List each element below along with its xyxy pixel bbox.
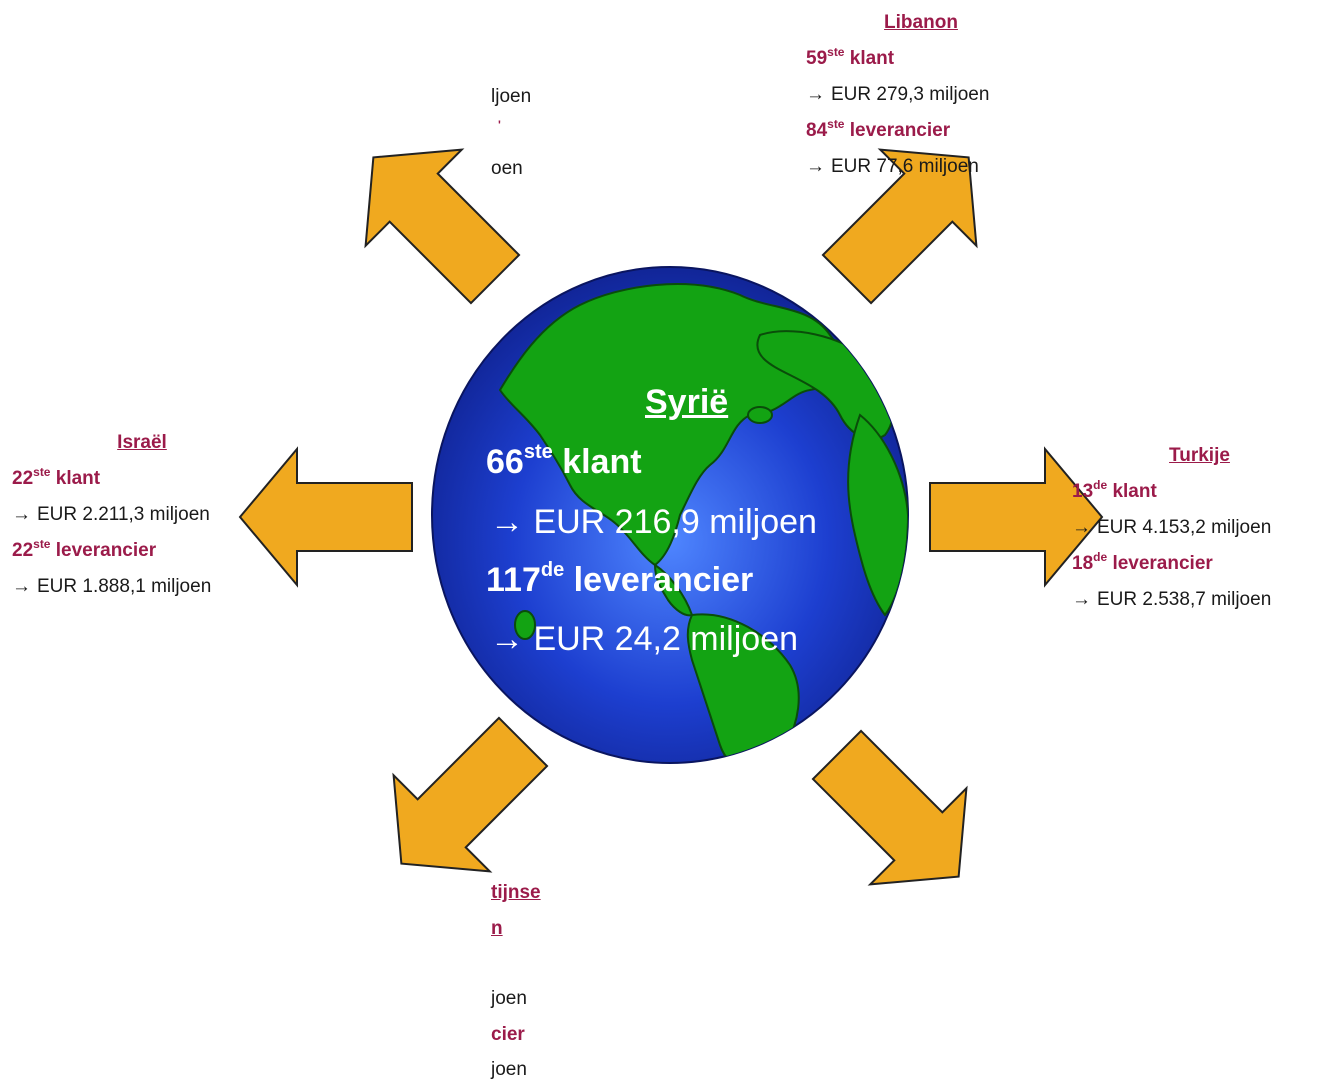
- fragment-bottom-1: tijnse: [491, 882, 541, 903]
- libanon-client-rank: 59ste klant: [806, 41, 1046, 77]
- fragment-bottom-2: n: [491, 918, 503, 939]
- syria-supplier-rank-suffix: de: [540, 559, 565, 581]
- turkije-client-rank: 13de klant: [1072, 474, 1317, 510]
- turkije-supplier-amount-text: EUR 2.538,7 miljoen: [1097, 589, 1272, 610]
- libanon-supplier-rank: 84ste leverancier: [806, 113, 1046, 149]
- israel-client-amount: → EUR 2.211,3 miljoen: [12, 497, 262, 533]
- turkije-supplier-rank-suffix: de: [1093, 550, 1108, 564]
- syria-country: Syrië: [645, 383, 729, 421]
- arrow-to-israel: [239, 448, 413, 586]
- libanon-client-word: klant: [849, 48, 895, 69]
- libanon-supplier-amount-text: EUR 77,6 miljoen: [831, 156, 979, 177]
- turkije-country: Turkije: [1169, 445, 1230, 466]
- turkije-supplier-word: leverancier: [1112, 553, 1213, 574]
- israel-client-rank: 22ste klant: [12, 461, 262, 497]
- libanon-country: Libanon: [884, 12, 958, 33]
- libanon-client-rank-number: 59: [806, 48, 828, 69]
- syria-supplier-rank: 117de leverancier: [486, 550, 753, 610]
- arrow-icon: →: [490, 503, 524, 541]
- turkije-client-amount-text: EUR 4.153,2 miljoen: [1097, 517, 1272, 538]
- globe-icon: [431, 266, 909, 764]
- syria-client-rank-suffix: ste: [523, 441, 553, 463]
- turkije-client-rank-number: 13: [1072, 481, 1094, 502]
- turkije-supplier-rank-number: 18: [1072, 553, 1094, 574]
- turkije-supplier-amount: → EUR 2.538,7 miljoen: [1072, 582, 1317, 618]
- turkije-client-rank-suffix: de: [1093, 478, 1108, 492]
- libanon-client-rank-suffix: ste: [827, 45, 845, 59]
- arrow-icon: →: [490, 620, 524, 658]
- israel-supplier-amount: → EUR 1.888,1 miljoen: [12, 569, 262, 605]
- arrow-icon: →: [12, 576, 31, 597]
- libanon-supplier-rank-number: 84: [806, 120, 828, 141]
- syria-client-rank: 66ste klant: [486, 432, 642, 492]
- israel-supplier-rank-suffix: ste: [33, 537, 51, 551]
- fragment-top-left-1: ljoen: [491, 86, 532, 107]
- israel-supplier-amount-text: EUR 1.888,1 miljoen: [37, 576, 212, 597]
- syria-client-amount: → EUR 216,9 miljoen: [490, 492, 817, 552]
- israel-supplier-rank-number: 22: [12, 540, 34, 561]
- libanon-client-amount: → EUR 279,3 miljoen: [806, 77, 1046, 113]
- israel-client-word: klant: [55, 468, 101, 489]
- israel-client-amount-text: EUR 2.211,3 miljoen: [37, 504, 210, 525]
- libanon-supplier-word: leverancier: [849, 120, 951, 141]
- israel-client-rank-number: 22: [12, 468, 34, 489]
- arrow-icon: →: [806, 156, 825, 177]
- israel-supplier-rank: 22ste leverancier: [12, 533, 262, 569]
- fragment-top-left-2: ': [498, 118, 501, 132]
- panel-libanon: Libanon 59ste klant →EUR 279,3 miljoen 8…: [806, 5, 1046, 185]
- libanon-supplier-rank-suffix: ste: [827, 117, 845, 131]
- arrow-icon: →: [806, 84, 825, 105]
- syria-supplier-amount-text: EUR 24,2 miljoen: [533, 620, 799, 658]
- turkije-client-word: klant: [1112, 481, 1157, 502]
- fragment-bottom-4: cier: [491, 1024, 525, 1045]
- syria-client-word: klant: [562, 443, 642, 481]
- syria-client-rank-number: 66: [486, 443, 524, 481]
- israel-client-rank-suffix: ste: [33, 465, 51, 479]
- fragment-top-left-3: oen: [491, 158, 523, 179]
- arrow-icon: →: [1072, 589, 1091, 610]
- panel-israel: Israël 22ste klant →EUR 2.211,3 miljoen …: [12, 425, 262, 605]
- syria-title: Syrië: [645, 372, 728, 432]
- syria-supplier-word: leverancier: [573, 561, 754, 599]
- panel-turkije: Turkije 13de klant →EUR 4.153,2 miljoen …: [1072, 438, 1317, 618]
- fragment-bottom-5: joen: [491, 1059, 527, 1080]
- israel-country: Israël: [117, 432, 167, 453]
- arrow-icon: →: [1072, 517, 1091, 538]
- libanon-client-amount-text: EUR 279,3 miljoen: [831, 84, 990, 105]
- libanon-supplier-amount: → EUR 77,6 miljoen: [806, 149, 1046, 185]
- turkije-supplier-rank: 18de leverancier: [1072, 546, 1317, 582]
- israel-supplier-word: leverancier: [55, 540, 157, 561]
- fragment-bottom-3: joen: [491, 988, 527, 1009]
- arrow-icon: →: [12, 504, 31, 525]
- syria-client-amount-text: EUR 216,9 miljoen: [533, 503, 817, 541]
- turkije-client-amount: → EUR 4.153,2 miljoen: [1072, 510, 1317, 546]
- syria-supplier-amount: → EUR 24,2 miljoen: [490, 609, 798, 669]
- syria-supplier-rank-number: 117: [486, 561, 541, 599]
